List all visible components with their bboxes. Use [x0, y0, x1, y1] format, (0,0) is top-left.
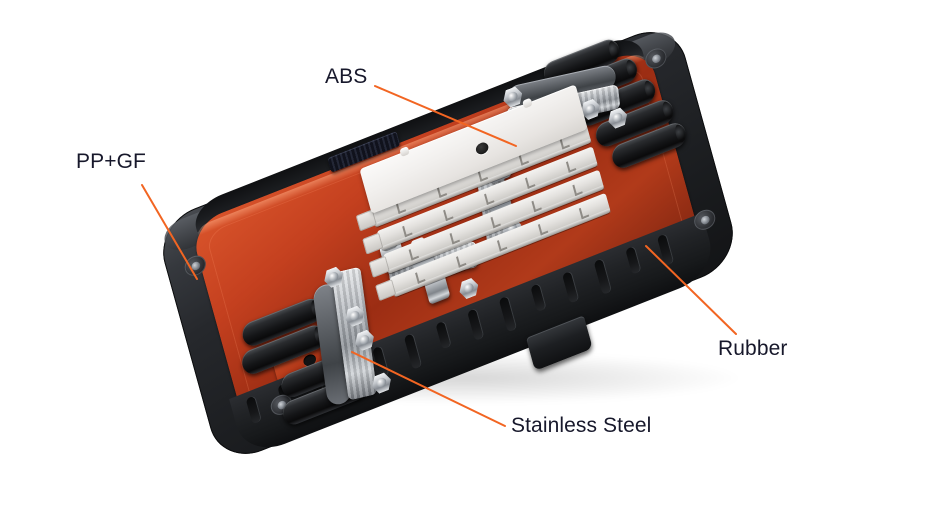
annotation-label-rubber: Rubber — [718, 337, 788, 360]
front-wall-rib — [656, 233, 674, 267]
front-wall-rib — [593, 258, 612, 295]
front-wall-rib — [498, 296, 517, 333]
front-wall-rib — [530, 283, 546, 313]
annotation-label-steel: Stainless Steel — [511, 414, 652, 437]
cover-center-hole — [474, 140, 490, 157]
front-wall-rib — [561, 271, 579, 304]
front-wall-rib — [625, 246, 641, 275]
front-wall-rib — [245, 395, 261, 425]
annotation-label-abs: ABS — [325, 65, 368, 88]
front-wall-rib — [435, 320, 451, 350]
front-wall-rib — [467, 308, 484, 341]
front-wall-rib — [403, 333, 422, 370]
annotation-label-ppgf: PP+GF — [76, 150, 146, 173]
cover-nub — [522, 97, 533, 109]
cover-nub — [399, 146, 410, 158]
